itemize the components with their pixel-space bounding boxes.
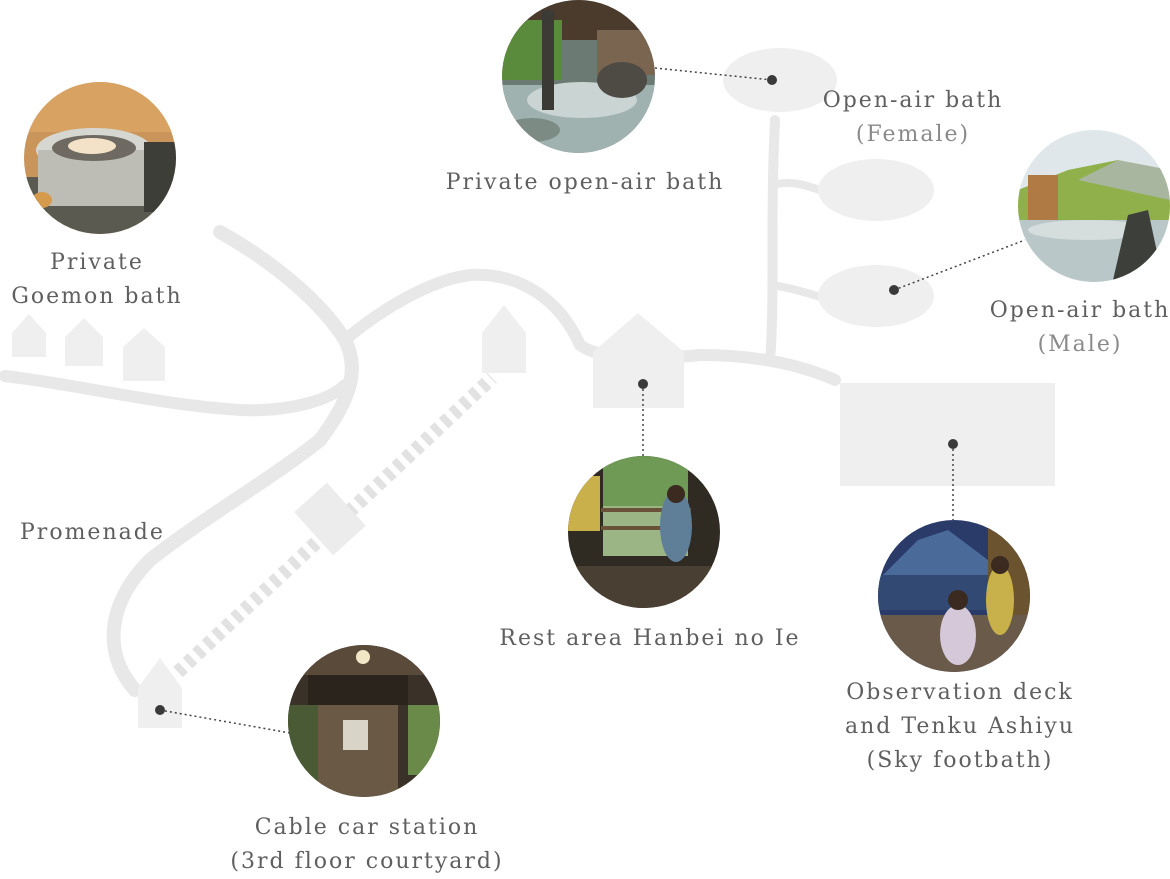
marker-male-bath [889,285,899,295]
label-cable-car-station: Cable car station (3rd floor courtyard) [222,811,512,879]
bath-pool-female [723,48,837,112]
label-open-air-female: Open-air bath (Female) [808,84,1018,152]
label-rest-area: Rest area Hanbei no Ie [495,622,805,656]
observation-deck-photo[interactable] [878,520,1030,672]
marker-cable-car [155,705,165,715]
label-open-air-female-sub: (Female) [855,122,971,147]
rest-area-photo[interactable] [568,456,720,608]
label-observation-line1: Observation deck [846,680,1074,705]
connector-cable-car [159,709,291,734]
building-observation-deck [840,383,1055,486]
goemon-bath-photo[interactable] [24,82,176,234]
cable-car-track [173,372,497,678]
label-open-air-male-line1: Open-air bath [989,298,1170,323]
path-vertical-right [765,115,780,365]
label-open-air-male-sub: (Male) [1037,332,1123,357]
label-goemon-line1: Private [50,250,144,275]
path-promenade [106,433,327,697]
bath-pool-male [818,265,934,327]
label-private-open-air-bath: Private open-air bath [440,166,730,200]
marker-observation-deck [948,439,958,449]
marker-female-bath [767,75,777,85]
building-left-1 [12,314,46,357]
label-observation-line3: (Sky footbath) [866,748,1054,773]
label-cable-car-line1: Cable car station [254,815,480,840]
label-open-air-female-line1: Open-air bath [822,88,1004,113]
label-private-open-air-line1: Private open-air bath [445,170,725,195]
path-branch-top [769,178,824,194]
building-rest-area [593,313,684,408]
building-mid [482,305,526,373]
label-rest-area-line1: Rest area Hanbei no Ie [499,626,801,651]
label-promenade-line1: Promenade [20,520,165,545]
cable-car-station-photo[interactable] [288,645,440,797]
path-left-horizontal [0,370,351,417]
building-left-2 [65,318,103,366]
path-branch-mid [769,281,824,301]
male-open-air-bath-photo[interactable] [1018,130,1170,282]
label-cable-car-line2: (3rd floor courtyard) [230,849,504,874]
label-observation-line2: and Tenku Ashiyu [845,714,1075,739]
label-observation-deck: Observation deck and Tenku Ashiyu (Sky f… [835,676,1085,778]
connector-male [893,239,1026,291]
label-open-air-male: Open-air bath (Male) [985,294,1170,362]
building-left-3 [123,328,165,381]
marker-rest-area [638,379,648,389]
label-goemon-bath: Private Goemon bath [2,246,192,314]
bath-pool-upper [818,159,934,221]
private-open-air-bath-photo[interactable] [502,0,655,153]
label-goemon-line2: Goemon bath [11,284,183,309]
label-promenade: Promenade [20,516,180,550]
building-cable-car-station [138,658,182,728]
cable-car [294,482,366,556]
